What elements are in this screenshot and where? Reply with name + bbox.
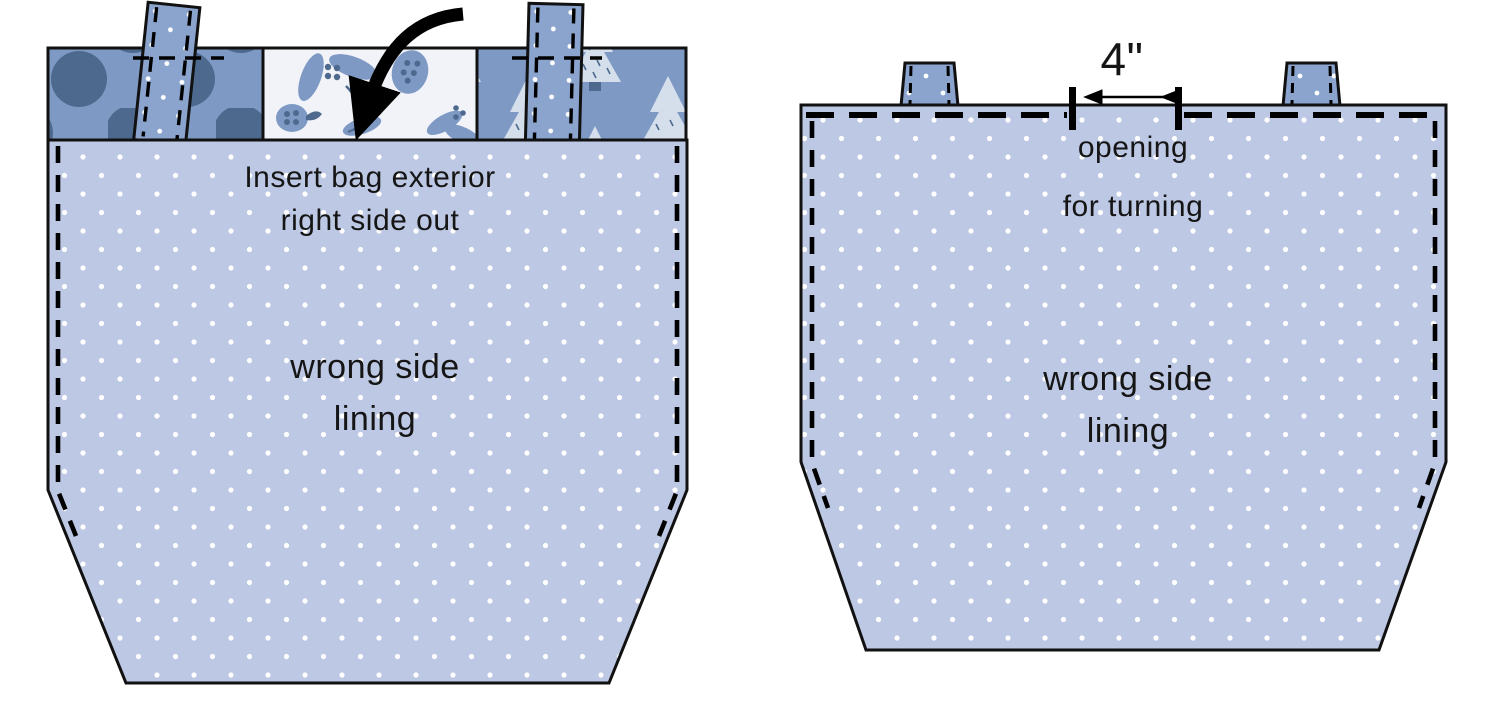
- opening-measurement: 4": [1100, 33, 1144, 85]
- insert-instruction-line1: Insert bag exterior: [244, 161, 496, 194]
- left-bag: [46, 0, 689, 685]
- left-bag-lining: [46, 138, 689, 685]
- insert-instruction-line2: right side out: [280, 204, 460, 237]
- right-wrong-side-label: wrong side: [1043, 360, 1213, 398]
- left-strap: [132, 0, 202, 147]
- right-lining-label: lining: [1086, 412, 1170, 450]
- left-bag-seam-right: [656, 146, 680, 537]
- right-tab: [1281, 61, 1342, 108]
- opening-tick-right: [1175, 87, 1182, 130]
- right-bag: [799, 61, 1448, 652]
- left-lining-label: lining: [333, 400, 417, 438]
- left-wrong-side-label: wrong side: [290, 348, 460, 386]
- right-bag-lining: [799, 103, 1448, 652]
- left-tab: [899, 61, 960, 108]
- opening-label-line1: opening: [1077, 131, 1189, 164]
- opening-tick-left: [1069, 87, 1076, 130]
- right-strap: [523, 1, 585, 146]
- insert-arrow-icon: [348, 7, 464, 141]
- left-bag-seam-left: [55, 146, 79, 537]
- opening-label-line2: for turning: [1062, 190, 1204, 223]
